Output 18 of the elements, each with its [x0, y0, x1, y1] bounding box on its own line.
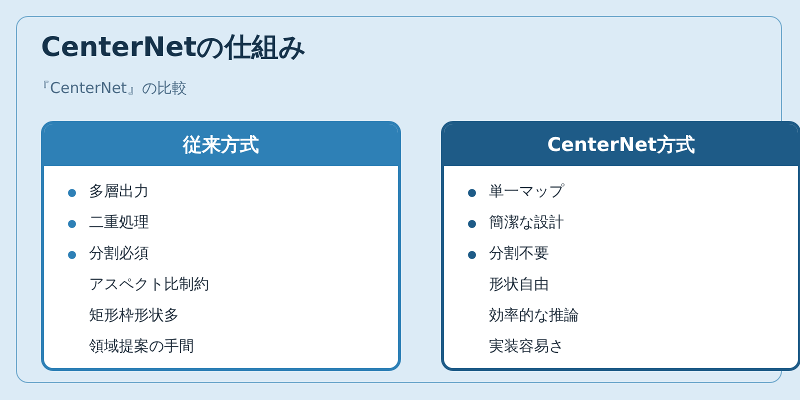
- list-item: アスペクト比制約: [89, 275, 209, 294]
- list-item: 実装容易さ: [489, 337, 564, 356]
- comparison-panel: [41, 121, 401, 371]
- panel-header: 従来方式: [44, 124, 398, 166]
- list-item: 多層出力: [89, 182, 149, 201]
- title: CenterNetの仕組み: [41, 31, 307, 65]
- list-item: 分割不要: [489, 244, 549, 263]
- list-item: 形状自由: [489, 275, 549, 294]
- list-item: 単一マップ: [489, 182, 564, 201]
- comparison-panel: [441, 121, 800, 371]
- list-item: 効率的な推論: [489, 306, 579, 325]
- list-item: 二重処理: [89, 213, 149, 232]
- panel-header: CenterNet方式: [444, 124, 798, 166]
- list-item: 領域提案の手間: [89, 337, 194, 356]
- list-item: 矩形枠形状多: [89, 306, 179, 325]
- subtitle: 『CenterNet』の比較: [35, 79, 187, 98]
- list-item: 分割必須: [89, 244, 149, 263]
- list-item: 簡潔な設計: [489, 213, 564, 232]
